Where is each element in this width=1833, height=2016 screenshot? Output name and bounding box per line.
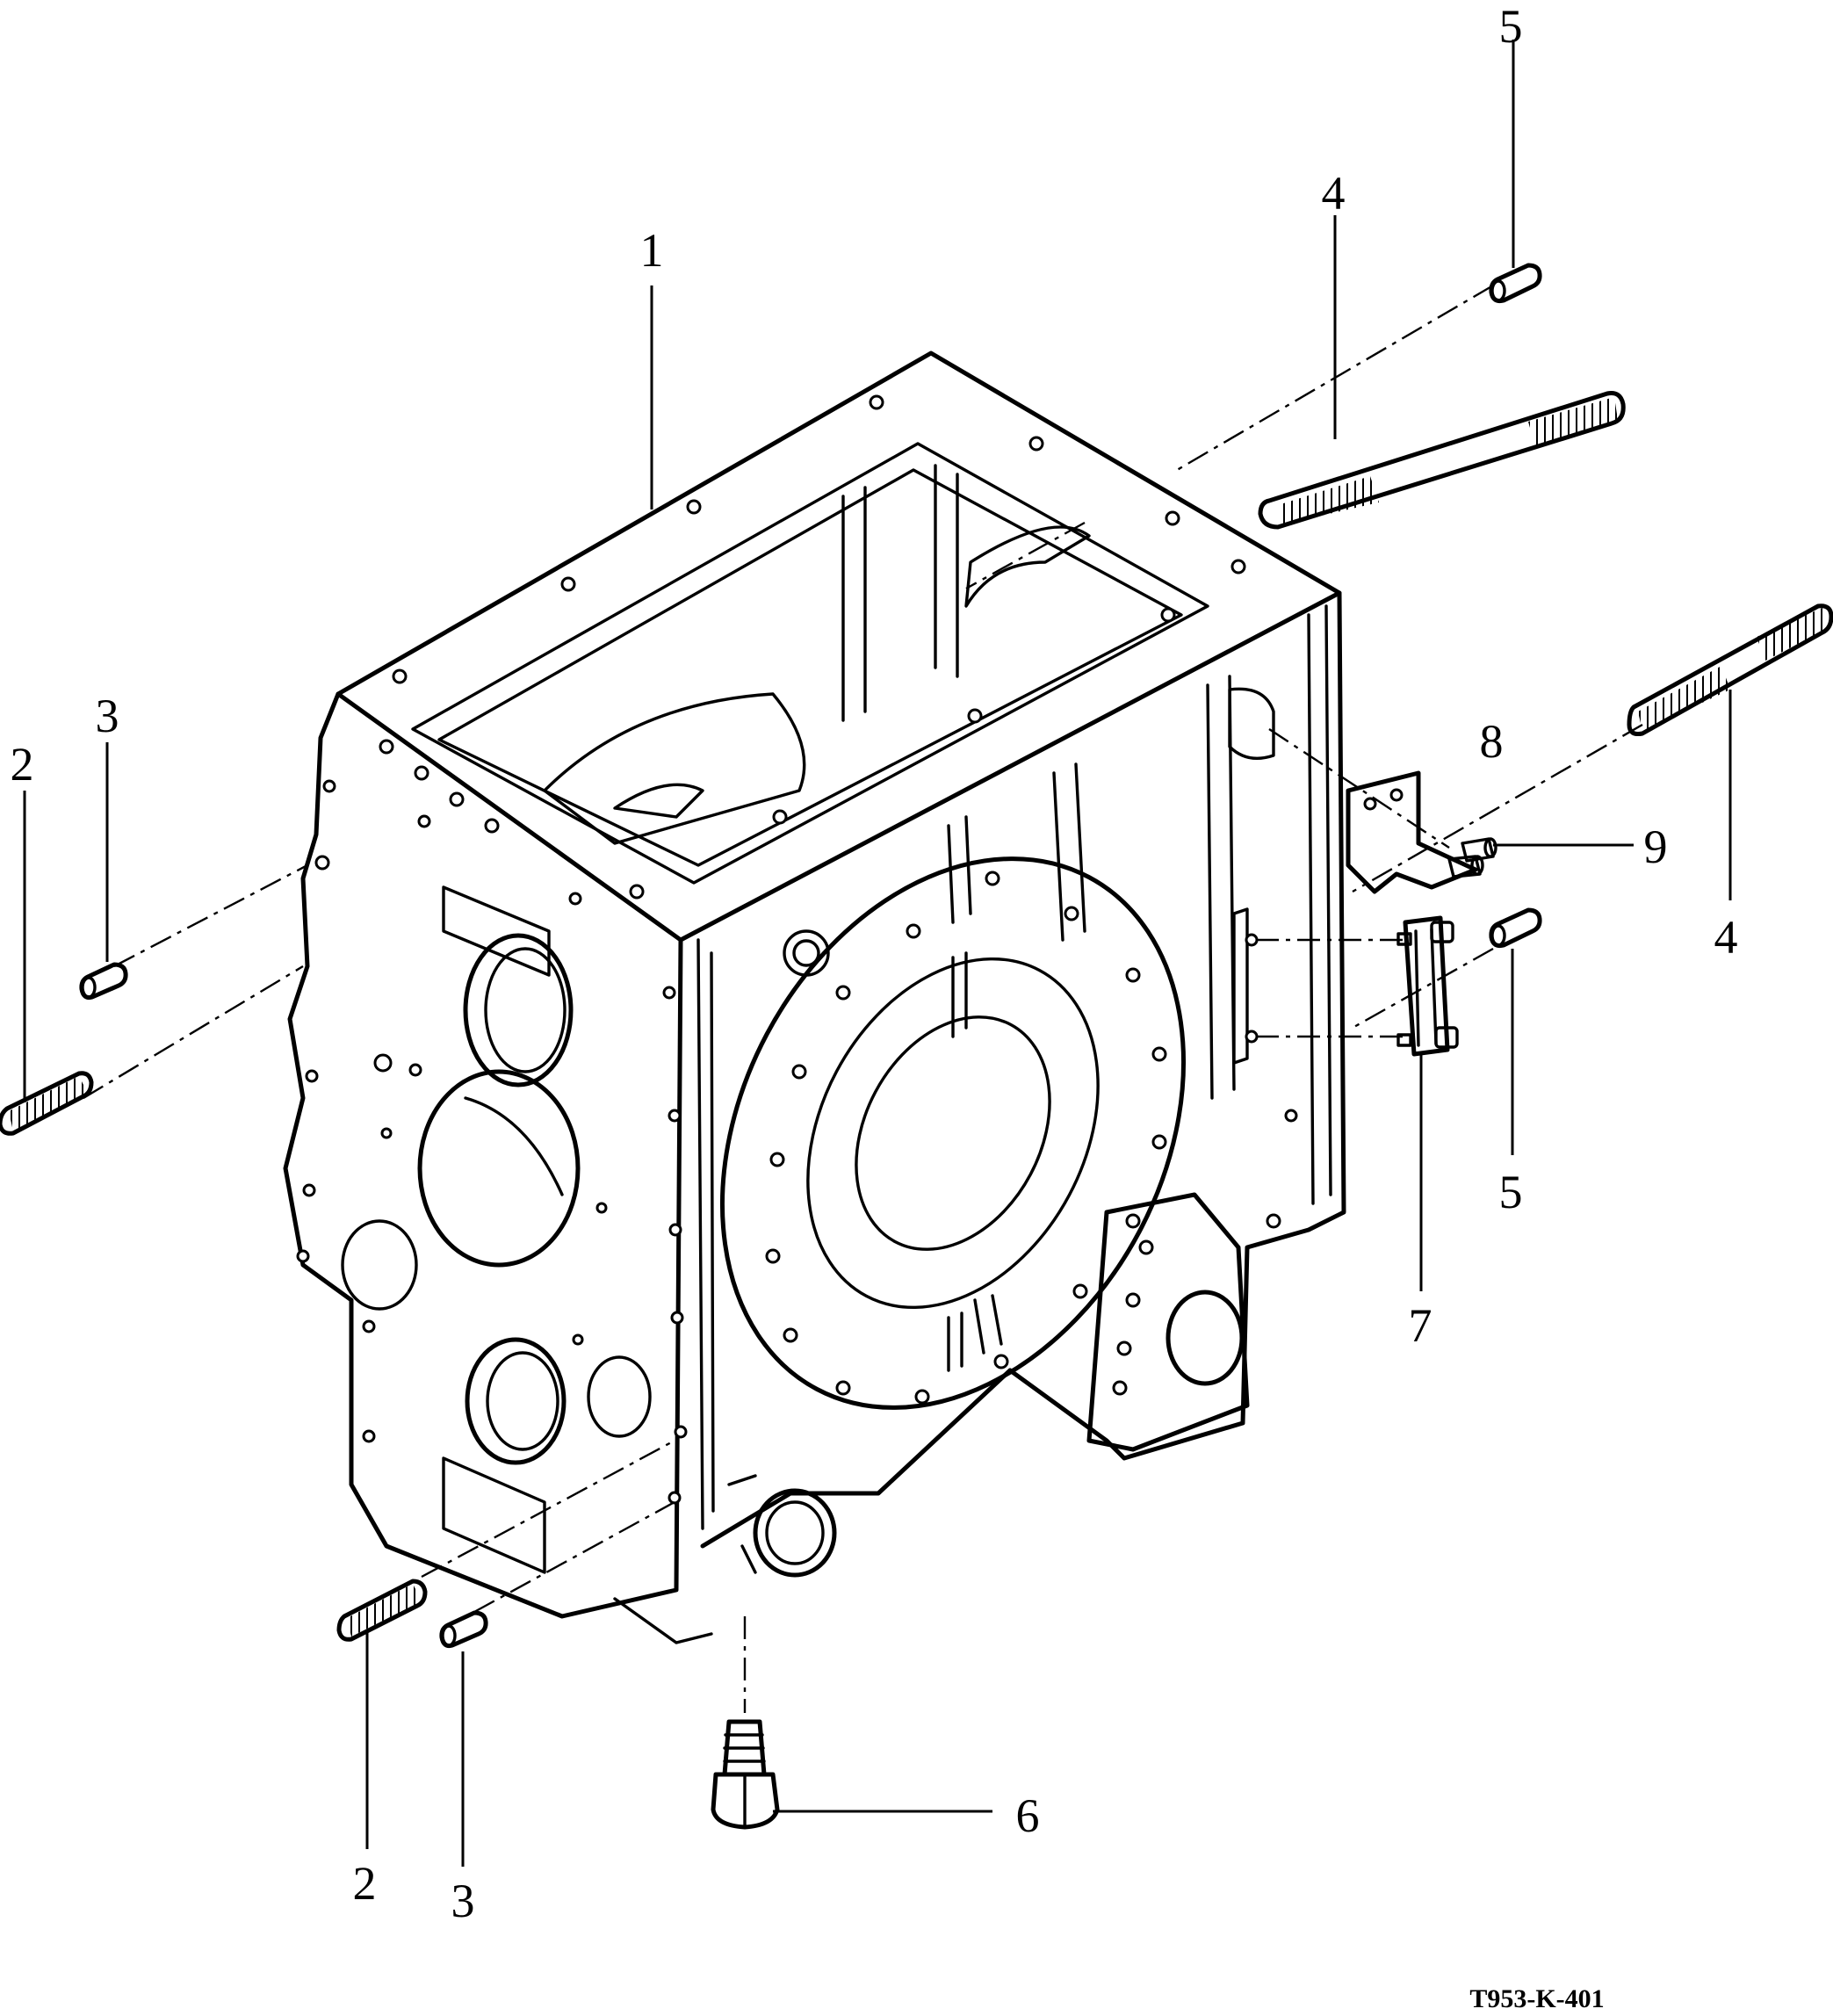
dowel-pin-icon — [439, 1610, 488, 1649]
transmission-housing-icon — [283, 350, 1346, 1644]
callout-3-bottom: 3 — [451, 1875, 475, 1927]
callout-1: 1 — [640, 224, 664, 277]
callout-7: 7 — [1409, 1299, 1432, 1352]
top-face-holes — [379, 394, 1246, 900]
stud-bolt-icon — [1627, 603, 1833, 736]
dowel-pin-icon — [79, 962, 128, 1001]
callout-5-right: 5 — [1499, 1166, 1523, 1218]
callout-5-top: 5 — [1499, 0, 1523, 53]
callout-2-top: 2 — [11, 738, 34, 791]
boss-holes — [1112, 1239, 1154, 1396]
callout-6: 6 — [1016, 1789, 1040, 1842]
flange-bolt-holes — [765, 871, 1167, 1405]
drain-plug-icon — [711, 1719, 780, 1830]
left-face-holes — [296, 779, 688, 1505]
drawing-code: T953-K-401 — [1469, 1984, 1604, 2013]
bracket-icon — [1346, 770, 1478, 894]
dowel-pin-icon — [1489, 907, 1542, 949]
bolt-icon — [1447, 837, 1497, 878]
stud-bolt-icon — [0, 1071, 94, 1136]
stud-bolt-icon — [1258, 391, 1626, 530]
callout-2-bottom: 2 — [353, 1857, 377, 1910]
callout-3-top: 3 — [96, 690, 119, 742]
stud-bolt-icon — [336, 1579, 428, 1642]
callout-8: 8 — [1480, 715, 1504, 768]
dowel-pin-icon — [1489, 263, 1542, 304]
callout-4-top: 4 — [1322, 167, 1346, 220]
callout-9: 9 — [1644, 820, 1668, 873]
callout-4-right: 4 — [1714, 911, 1738, 964]
leader-lines — [23, 40, 1732, 1867]
clamp-icon — [1396, 915, 1459, 1057]
